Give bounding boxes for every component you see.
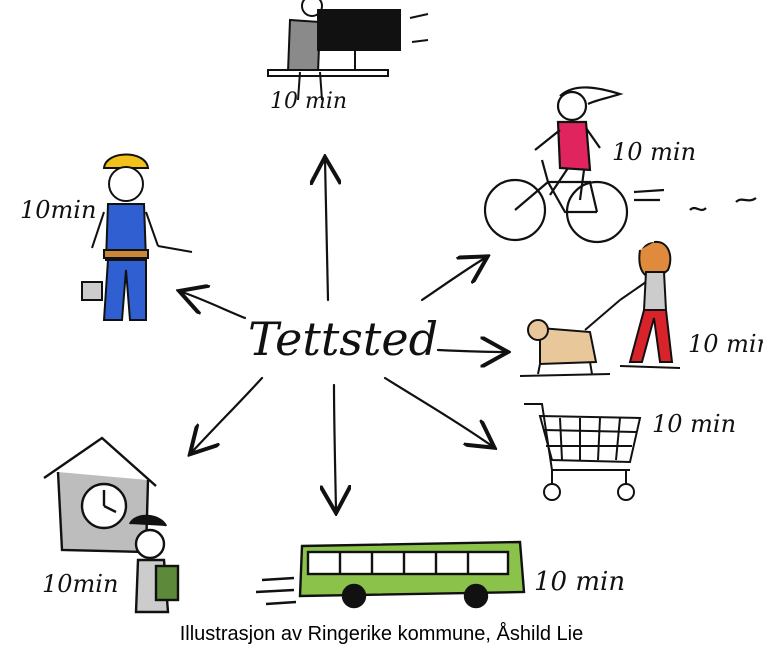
image-caption: Illustrasjon av Ringerike kommune, Åshil… [179,623,584,645]
cart-time-label: 10 min [652,410,736,438]
bus-illustration: 10 min [255,540,625,609]
bus-time-label: 10 min [534,567,625,597]
arrow-dog [436,350,505,352]
arrow-bike [420,258,485,302]
clock-building-illustration: 10min [42,436,180,614]
dog-walker-illustration: 10 min [519,240,763,377]
construction-worker-illustration: 10min [20,153,193,321]
arrow-worker [182,292,247,320]
bike-time-label: 10 min [612,138,696,166]
dog-time-label: 10 min [688,330,763,358]
diagram-canvas: Tettsted 10 min 10 min [20,0,763,614]
shopping-cart-illustration: 10 min [524,403,736,501]
office-time-label: 10 min [270,89,347,114]
arrow-office [325,160,328,302]
clock-time-label: 10min [42,570,118,598]
office-worker-illustration: 10 min [267,0,429,114]
arrow-clock [192,376,264,452]
arrow-cart [383,376,492,446]
worker-time-label: 10min [20,196,96,224]
arrow-bus [334,383,336,510]
arrows [182,160,505,510]
center-label: Tettsted [248,312,438,366]
cyclist-illustration: 10 min [483,86,757,244]
